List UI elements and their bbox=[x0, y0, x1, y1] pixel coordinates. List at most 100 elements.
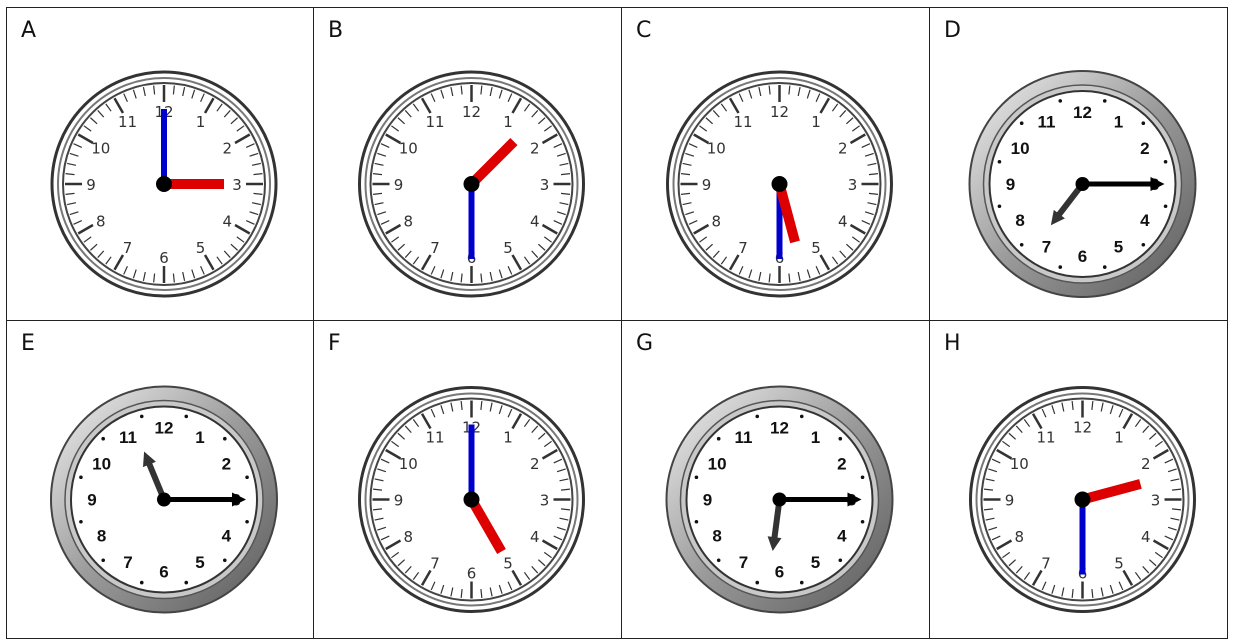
cell-letter: B bbox=[328, 18, 344, 43]
clock-tick bbox=[83, 236, 92, 243]
clock-face-f: 121234567891011 bbox=[358, 386, 585, 613]
clock-tick bbox=[541, 133, 558, 145]
dial-dot bbox=[1102, 265, 1107, 269]
clock-tick bbox=[819, 254, 831, 271]
clock-tick bbox=[380, 143, 390, 148]
hour-hand bbox=[467, 496, 506, 554]
clock-tick bbox=[65, 173, 75, 176]
clock-tick bbox=[450, 587, 454, 597]
hour-hand bbox=[145, 459, 167, 501]
clock-tick bbox=[1002, 440, 1011, 448]
cell-letter: H bbox=[944, 331, 961, 356]
center-pin bbox=[157, 492, 171, 507]
dial-number: 3 bbox=[848, 176, 858, 194]
clock-tick bbox=[377, 152, 387, 157]
dial-number: 4 bbox=[838, 213, 848, 231]
clock-tick bbox=[511, 97, 523, 114]
dial-number: 10 bbox=[1010, 455, 1029, 473]
clock-tick bbox=[223, 250, 231, 258]
clock-tick bbox=[1041, 581, 1047, 591]
dial-number: 6 bbox=[467, 565, 477, 583]
clock-tick bbox=[537, 117, 546, 125]
clock-tick bbox=[385, 223, 402, 235]
clock-tick bbox=[372, 508, 383, 511]
clock-tick bbox=[1091, 588, 1094, 599]
cell-letter: D bbox=[944, 18, 961, 43]
clock-tick bbox=[693, 223, 710, 235]
clock-tick bbox=[688, 220, 698, 225]
dial-dot bbox=[223, 436, 227, 441]
clock-face-a: 121234567891011 bbox=[50, 70, 278, 298]
clock-tick bbox=[153, 85, 156, 95]
clock-tick bbox=[200, 265, 205, 275]
clock-tick bbox=[1152, 539, 1169, 551]
clock-tick bbox=[559, 478, 569, 482]
clock-tick bbox=[523, 571, 531, 580]
clock-tick bbox=[553, 220, 563, 225]
dial-number: 10 bbox=[708, 455, 727, 474]
dial-dot bbox=[838, 436, 843, 441]
clock-tick bbox=[123, 93, 128, 103]
clock-tick bbox=[216, 256, 223, 265]
cell-f: F 121234567891011 bbox=[314, 321, 622, 639]
dial-dot bbox=[184, 414, 189, 419]
clock-tick bbox=[380, 458, 390, 464]
dial-number: 9 bbox=[86, 176, 96, 194]
clock-tick bbox=[531, 425, 539, 434]
clock-tick bbox=[543, 236, 552, 243]
clock-tick bbox=[1122, 569, 1134, 586]
clock-tick bbox=[720, 103, 728, 112]
cell-letter: E bbox=[21, 331, 35, 356]
cell-letter: C bbox=[636, 18, 652, 43]
dial-number: 1 bbox=[811, 113, 821, 131]
clock-tick bbox=[851, 236, 860, 243]
dial-number: 5 bbox=[196, 239, 206, 257]
clock-tick bbox=[685, 211, 695, 216]
clock-tick bbox=[97, 250, 105, 258]
dial-dot bbox=[223, 558, 227, 563]
cell-g: G 121234567891011 bbox=[622, 321, 930, 639]
dial-number: 5 bbox=[195, 553, 204, 572]
minute-hand-tip bbox=[1150, 177, 1165, 191]
dial-dot bbox=[101, 558, 105, 563]
clock-tick bbox=[191, 89, 196, 99]
clock-tick bbox=[543, 440, 552, 448]
clock-tick bbox=[560, 192, 571, 195]
clock-tick bbox=[132, 269, 137, 279]
dial-number: 8 bbox=[97, 527, 106, 546]
dial-number: 10 bbox=[707, 140, 726, 158]
clock-tick bbox=[788, 85, 791, 95]
clock-tick bbox=[728, 97, 740, 114]
clock-tick bbox=[1041, 408, 1047, 418]
dial-number: 12 bbox=[462, 103, 481, 121]
clock-tick bbox=[849, 223, 866, 235]
clock-tick bbox=[430, 93, 436, 103]
dial-dot bbox=[1141, 243, 1146, 247]
clock-tick bbox=[223, 110, 231, 118]
dial-dot bbox=[860, 475, 865, 480]
clock-tick bbox=[537, 243, 546, 251]
clock-tick bbox=[553, 143, 563, 148]
dial-number: 7 bbox=[123, 239, 133, 257]
clock-tick bbox=[682, 202, 692, 206]
clock-tick bbox=[861, 143, 871, 148]
clock-tick bbox=[985, 517, 995, 521]
dial-number: 7 bbox=[1041, 555, 1051, 573]
dial-dot bbox=[1019, 243, 1024, 247]
clock-tick bbox=[65, 192, 75, 195]
clock-tick bbox=[864, 152, 874, 157]
clock-tick bbox=[1134, 419, 1142, 428]
clock-tick bbox=[983, 488, 994, 491]
clock-tick bbox=[404, 425, 412, 434]
dial-dot bbox=[694, 475, 699, 480]
clock-tick bbox=[234, 133, 251, 145]
hour-hand bbox=[467, 138, 518, 188]
clock-tick bbox=[1031, 569, 1043, 586]
clock-tick bbox=[845, 117, 854, 125]
dial-number: 11 bbox=[119, 428, 137, 447]
clock-tick bbox=[380, 220, 390, 225]
clock-tick bbox=[867, 162, 877, 166]
clock-tick bbox=[559, 162, 569, 166]
clock-tick bbox=[712, 250, 720, 258]
clock-tick bbox=[560, 488, 571, 491]
